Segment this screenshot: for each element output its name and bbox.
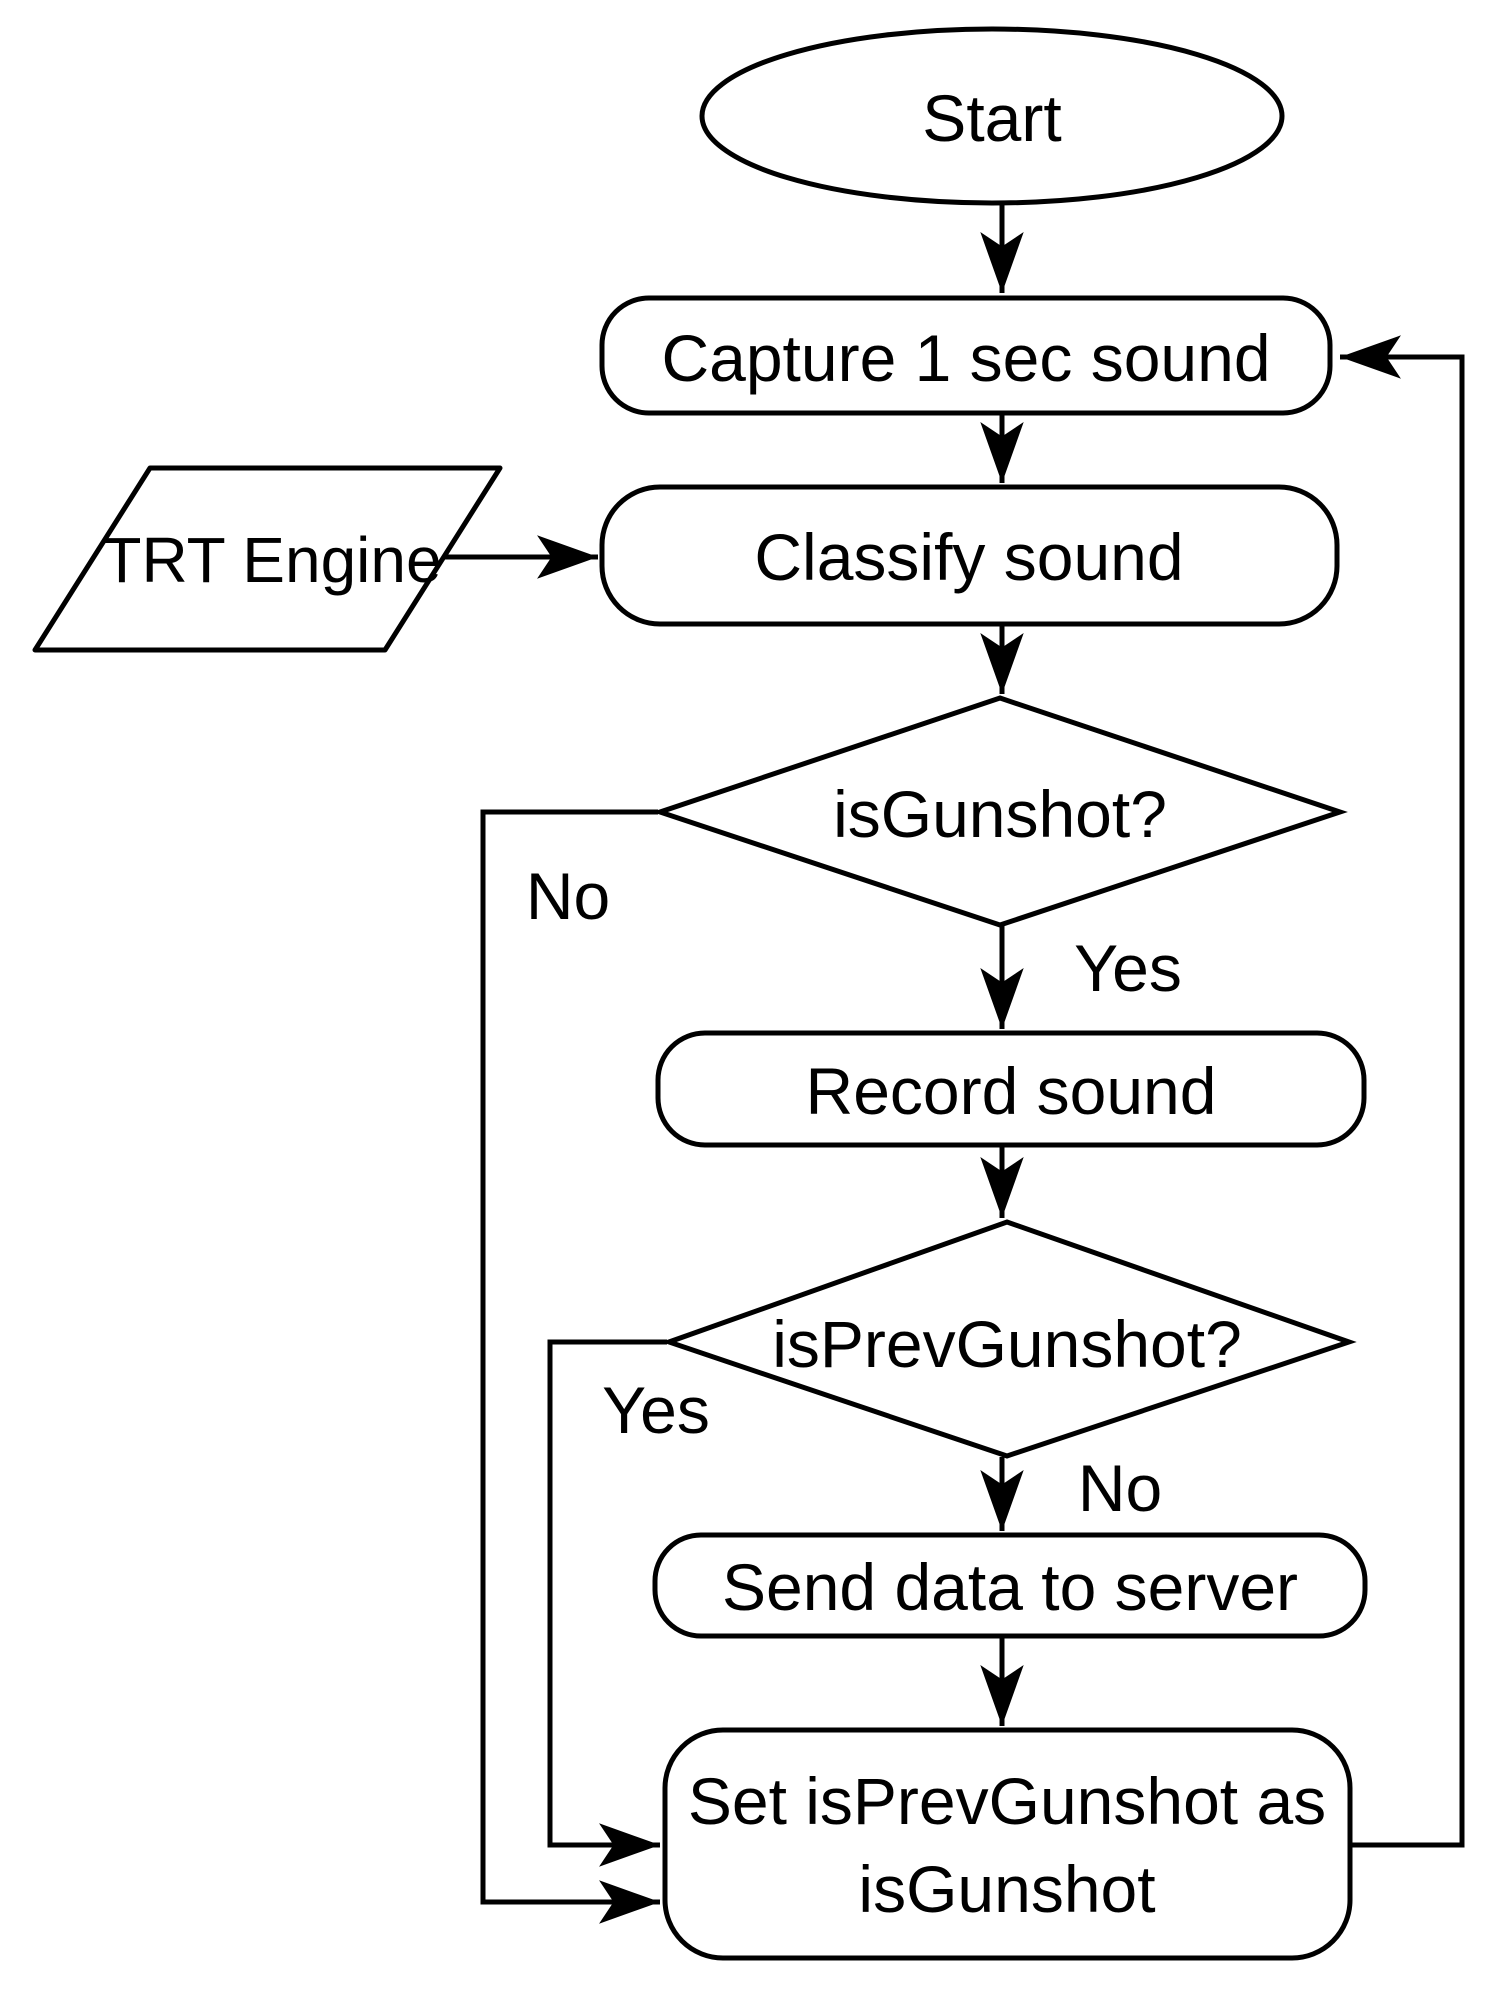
is-prev-gunshot-yes-label: Yes (602, 1373, 710, 1447)
capture-label: Capture 1 sec sound (661, 321, 1270, 395)
set-prev-gunshot-label-line1: Set isPrevGunshot as (688, 1764, 1326, 1838)
is-gunshot-yes-label: Yes (1074, 931, 1182, 1005)
set-prev-gunshot-label-line2: isGunshot (858, 1852, 1155, 1926)
record-label: Record sound (806, 1054, 1217, 1128)
capture-process-node (599, 295, 1333, 416)
send-data-label: Send data to server (722, 1550, 1298, 1624)
classify-label: Classify sound (754, 520, 1183, 594)
is-prev-gunshot-no-label: No (1078, 1451, 1162, 1525)
set-prev-gunshot-process-node (662, 1727, 1353, 1961)
trt-engine-io-node (32, 465, 503, 653)
edge-set-to-capture-feedback (1340, 335, 1465, 1848)
is-gunshot-label: isGunshot? (833, 777, 1167, 851)
is-prev-gunshot-decision (661, 1219, 1357, 1459)
trt-engine-label: TRT Engine (102, 524, 441, 596)
edge-isprevgunshot-yes-to-set (547, 1339, 667, 1867)
is-gunshot-no-label: No (526, 859, 610, 933)
edge-isgunshot-no-to-set (480, 809, 660, 1924)
is-prev-gunshot-label: isPrevGunshot? (772, 1307, 1242, 1381)
classify-process-node (599, 484, 1340, 627)
send-data-process-node (652, 1532, 1368, 1639)
record-process-node (655, 1030, 1367, 1148)
start-label: Start (922, 81, 1061, 155)
start-terminator (699, 26, 1285, 206)
is-gunshot-decision (652, 695, 1348, 928)
